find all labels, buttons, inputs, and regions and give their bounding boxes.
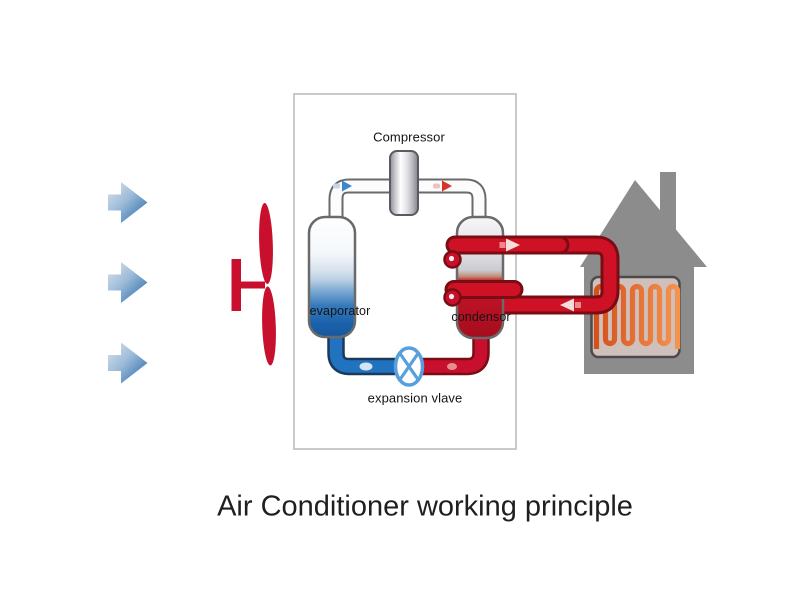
evaporator-label: evaporator — [309, 304, 371, 318]
airflow-arrow-icon — [108, 262, 148, 303]
flow-arrow-hot-gas-icon — [433, 180, 452, 192]
refrigeration-cycle — [307, 150, 620, 387]
airflow-arrow-icon — [108, 342, 148, 384]
coil-loop-end — [443, 250, 462, 269]
flow-arrow-return-icon — [560, 298, 581, 312]
airflow-arrows — [108, 182, 148, 384]
liquid-line-red — [418, 326, 490, 376]
fan-blade — [259, 203, 273, 284]
condenser-label: condensor — [451, 310, 511, 324]
fan-blade — [262, 286, 276, 366]
house-icon — [580, 172, 707, 374]
coil-loop-end — [443, 288, 462, 307]
expansion-valve-icon — [393, 346, 425, 387]
expansion-valve-label: expansion vlave — [367, 390, 463, 406]
fan-mount — [231, 259, 241, 311]
liquid-line-blue — [327, 326, 400, 376]
heating-coil-icon — [593, 283, 681, 349]
compressor-label: Compressor — [373, 129, 445, 145]
house-supply-return-pipe — [455, 235, 620, 315]
condenser-coil-icon — [443, 215, 620, 340]
fan-shaft — [238, 281, 265, 289]
fan-icon — [231, 203, 276, 366]
evaporator-tank-icon — [307, 215, 357, 339]
flow-arrow-cold-gas-icon — [333, 180, 352, 192]
figure-title: Air Conditioner working principle — [217, 490, 633, 523]
flow-arrow-supply-icon — [499, 238, 520, 252]
compressor-cylinder-icon — [389, 150, 419, 216]
airflow-arrow-icon — [108, 182, 148, 223]
